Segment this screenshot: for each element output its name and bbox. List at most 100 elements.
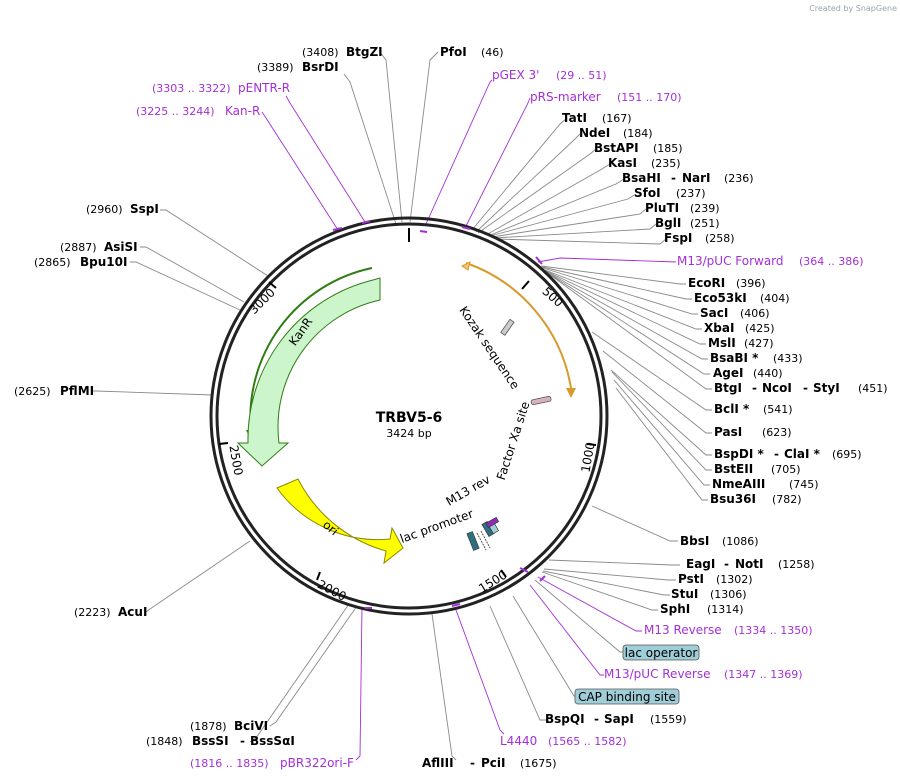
enzyme-pos: (1848) (146, 735, 183, 748)
enzyme-bsrdi: BsrDI (302, 60, 339, 74)
enzyme-pos: (2960) (86, 203, 123, 216)
leader-m13-rev (537, 576, 642, 632)
enzyme-noti: NotI (735, 557, 764, 571)
primer-pgex: pGEX 3' (492, 68, 539, 82)
enzyme-pos: (705) (771, 463, 801, 476)
leader-kasi (485, 163, 611, 236)
enzyme-acui: AcuI (118, 605, 147, 619)
enzyme-btgzi: BtgZI (346, 45, 383, 59)
lac-region (466, 516, 500, 551)
ruler-1000: 1000 (579, 441, 598, 474)
leader-bcli (591, 331, 712, 411)
leader-pflmi (92, 390, 214, 396)
enzyme-pcii: PciI (481, 756, 506, 770)
cap-binding-label: CAP binding site (578, 690, 676, 704)
enzyme-ncoi: NcoI (762, 381, 792, 395)
enzyme-sep: - (752, 381, 757, 395)
factor-xa-label: Factor Xa site (494, 400, 533, 482)
enzyme-pos: (2887) (60, 241, 97, 254)
leader-fspi (495, 238, 667, 245)
leader-bspqi (489, 605, 548, 721)
enzyme-saci: SacI (700, 306, 728, 320)
enzyme-pos: (251) (690, 217, 720, 230)
enzyme-bpu10i: Bpu10I (80, 255, 127, 269)
enzyme-pos: (237) (676, 187, 706, 200)
leader-asisi (140, 246, 245, 303)
primer-range: (3225 .. 3244) (136, 105, 215, 118)
leader-ecori (540, 265, 686, 285)
enzyme-xbai: XbaI (704, 321, 734, 335)
enzyme-eagi: EagI (686, 557, 715, 571)
leader-nmeaiii (613, 379, 710, 486)
factor-xa-marker (530, 395, 552, 406)
enzyme-asisi: AsiSI (104, 240, 138, 254)
enzyme-pasi: PasI (714, 425, 742, 439)
enzyme-msli: MslI (708, 336, 736, 350)
cds-arrowhead (566, 388, 576, 398)
enzyme-sep: - (470, 756, 475, 770)
leader-pasi (602, 350, 712, 434)
enzyme-pos: (1675) (520, 757, 557, 770)
enzyme-pos: (396) (736, 277, 766, 290)
enzyme-pos: (46) (481, 46, 504, 59)
enzyme-styi: StyI (813, 381, 840, 395)
enzyme-pos: (406) (740, 307, 770, 320)
enzyme-pos: (1258) (778, 558, 815, 571)
leader-sfoi (489, 193, 637, 237)
enzyme-sep: - (803, 381, 808, 395)
primer-pentr-r: pENTR-R (238, 81, 290, 95)
primer-range: (3303 .. 3322) (152, 82, 231, 95)
leader-bgli (493, 223, 657, 239)
enzyme-agei: AgeI (713, 366, 743, 380)
leader-msli (545, 270, 706, 345)
enzyme-bsteii: BstEII (714, 462, 753, 476)
enzyme-sep: - (671, 171, 676, 185)
leader-xbai (544, 269, 702, 330)
enzyme-pos: (258) (705, 232, 735, 245)
enzyme-pos: (695) (832, 448, 862, 461)
enzyme-pos: (167) (602, 112, 632, 125)
primer-range: (1816 .. 1835) (190, 757, 269, 770)
leader-eagi (548, 559, 680, 566)
enzyme-pos: (2865) (34, 256, 71, 269)
enzyme-kasi: KasI (608, 156, 637, 170)
leader-bpu10i (130, 261, 241, 311)
leader-btgi (548, 273, 712, 390)
leader-kan-r (261, 111, 339, 231)
primer-m13-reverse: M13 Reverse (644, 623, 722, 637)
enzyme-pos: (433) (773, 352, 803, 365)
enzyme-sep: - (240, 734, 245, 748)
primer-kan-r: Kan-R (225, 104, 260, 118)
enzyme-pos: (2625) (14, 385, 51, 398)
lac-operator-box (622, 644, 700, 661)
leader-sspi (160, 209, 269, 277)
leader-saci (542, 267, 698, 315)
enzyme-fspi: FspI (664, 231, 692, 245)
enzyme-pos: (541) (763, 403, 793, 416)
enzyme-pos: (1878) (190, 720, 227, 733)
enzyme-pos: (1559) (650, 713, 687, 726)
enzyme-bsabi: BsaBI * (710, 351, 759, 365)
enzyme-pflmi: PflMI (60, 384, 94, 398)
lac-promoter-label: lac promoter (398, 507, 475, 546)
enzyme-btgi: BtgI (714, 381, 742, 395)
enzyme-pos: (1306) (710, 588, 747, 601)
leader-m13-puc-rev (529, 584, 604, 676)
m13-rev-label: M13 rev (443, 472, 492, 508)
enzyme-pos: (623) (762, 426, 792, 439)
enzyme-pos: (425) (745, 322, 775, 335)
enzyme-pos: (1086) (722, 535, 759, 548)
primer-m13-fwd: M13/pUC Forward (677, 254, 784, 268)
leader-sphi (541, 571, 658, 611)
backbone (209, 216, 609, 616)
ruler-3000: 3000 (246, 285, 277, 316)
enzyme-clai: ClaI * (784, 447, 821, 461)
leader-bcivi (269, 605, 358, 727)
enzyme-pos: (235) (651, 157, 681, 170)
leader-psti (543, 568, 676, 581)
enzyme-afliii: AflIII (422, 756, 454, 770)
enzyme-pos: (3408) (302, 46, 339, 59)
enzyme-ndei: NdeI (579, 126, 610, 140)
leader-bstapi (477, 148, 597, 234)
lac-operator-label: lac operator (625, 646, 698, 660)
